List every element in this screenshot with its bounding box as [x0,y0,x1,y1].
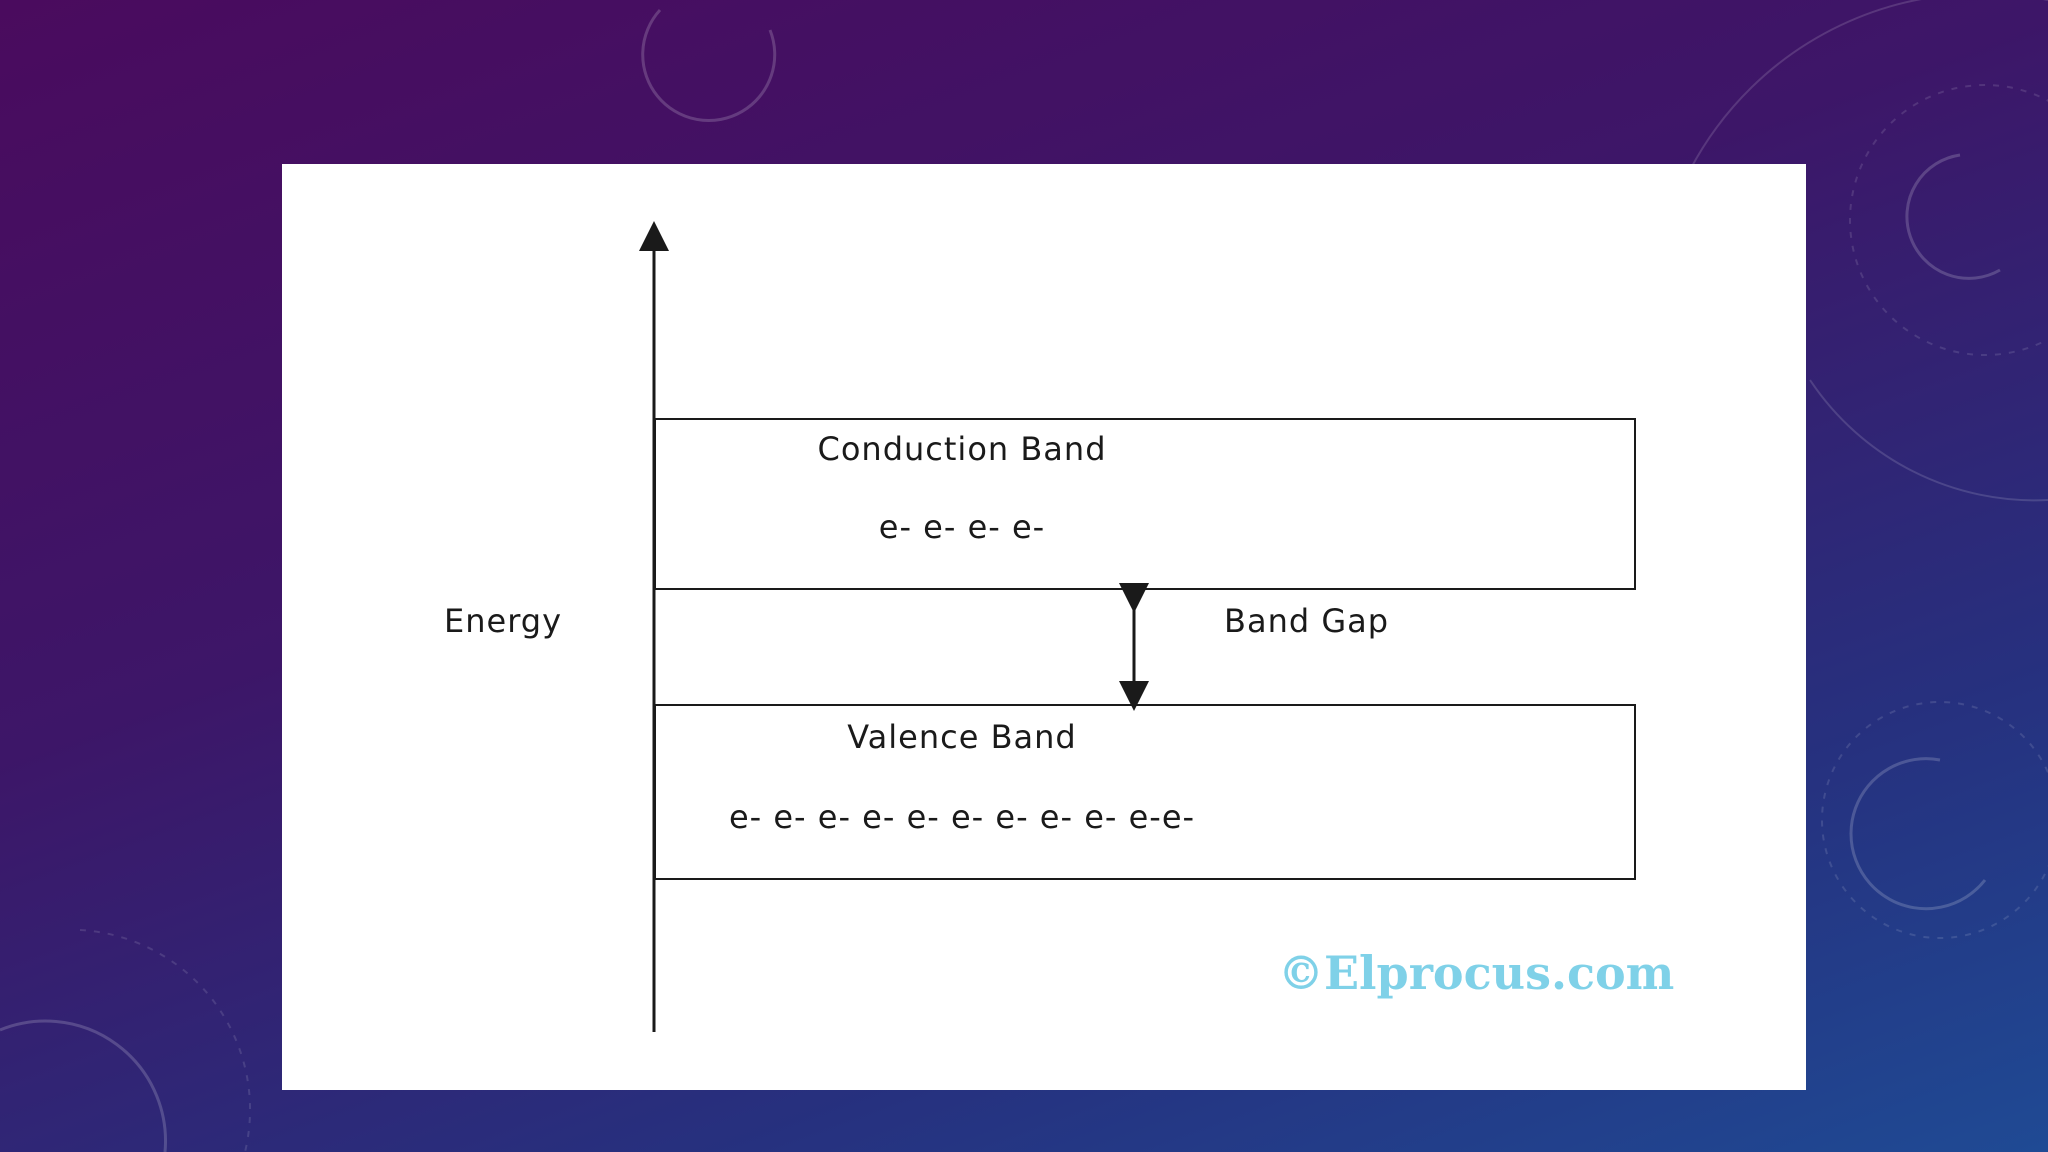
valence-band-title: Valence Band [847,718,1077,756]
conduction-band-electrons: e- e- e- e- [878,508,1046,546]
deco-dial-bottom [1809,379,2048,502]
band-diagram-lines [639,221,1149,1032]
deco-ring-right-top [1849,84,2048,356]
band-diagram-image: Conduction Band e- e- e- e- Valence Band… [282,164,1806,1090]
deco-dial-top [1689,0,2048,171]
band-gap-label: Band Gap [1224,602,1390,640]
deco-arc-right-bottom [1849,757,1987,911]
valence-band-box: Valence Band e- e- e- e- e- e- e- e- e- … [654,704,1636,880]
deco-ring-left [79,929,252,1152]
energy-label: Energy [444,602,563,640]
elprocus-watermark: ©Elprocus.com [1278,946,1675,1000]
deco-ring-right-bottom [1821,701,2048,939]
valence-band-electrons: e- e- e- e- e- e- e- e- e- e-e- [728,798,1196,836]
deco-arc-top [641,8,777,123]
conduction-band-title: Conduction Band [817,430,1107,468]
deco-arc-right-top [1905,153,2001,280]
conduction-band-box: Conduction Band e- e- e- e- [654,418,1636,590]
deco-arc-left-bottom [0,1019,167,1152]
